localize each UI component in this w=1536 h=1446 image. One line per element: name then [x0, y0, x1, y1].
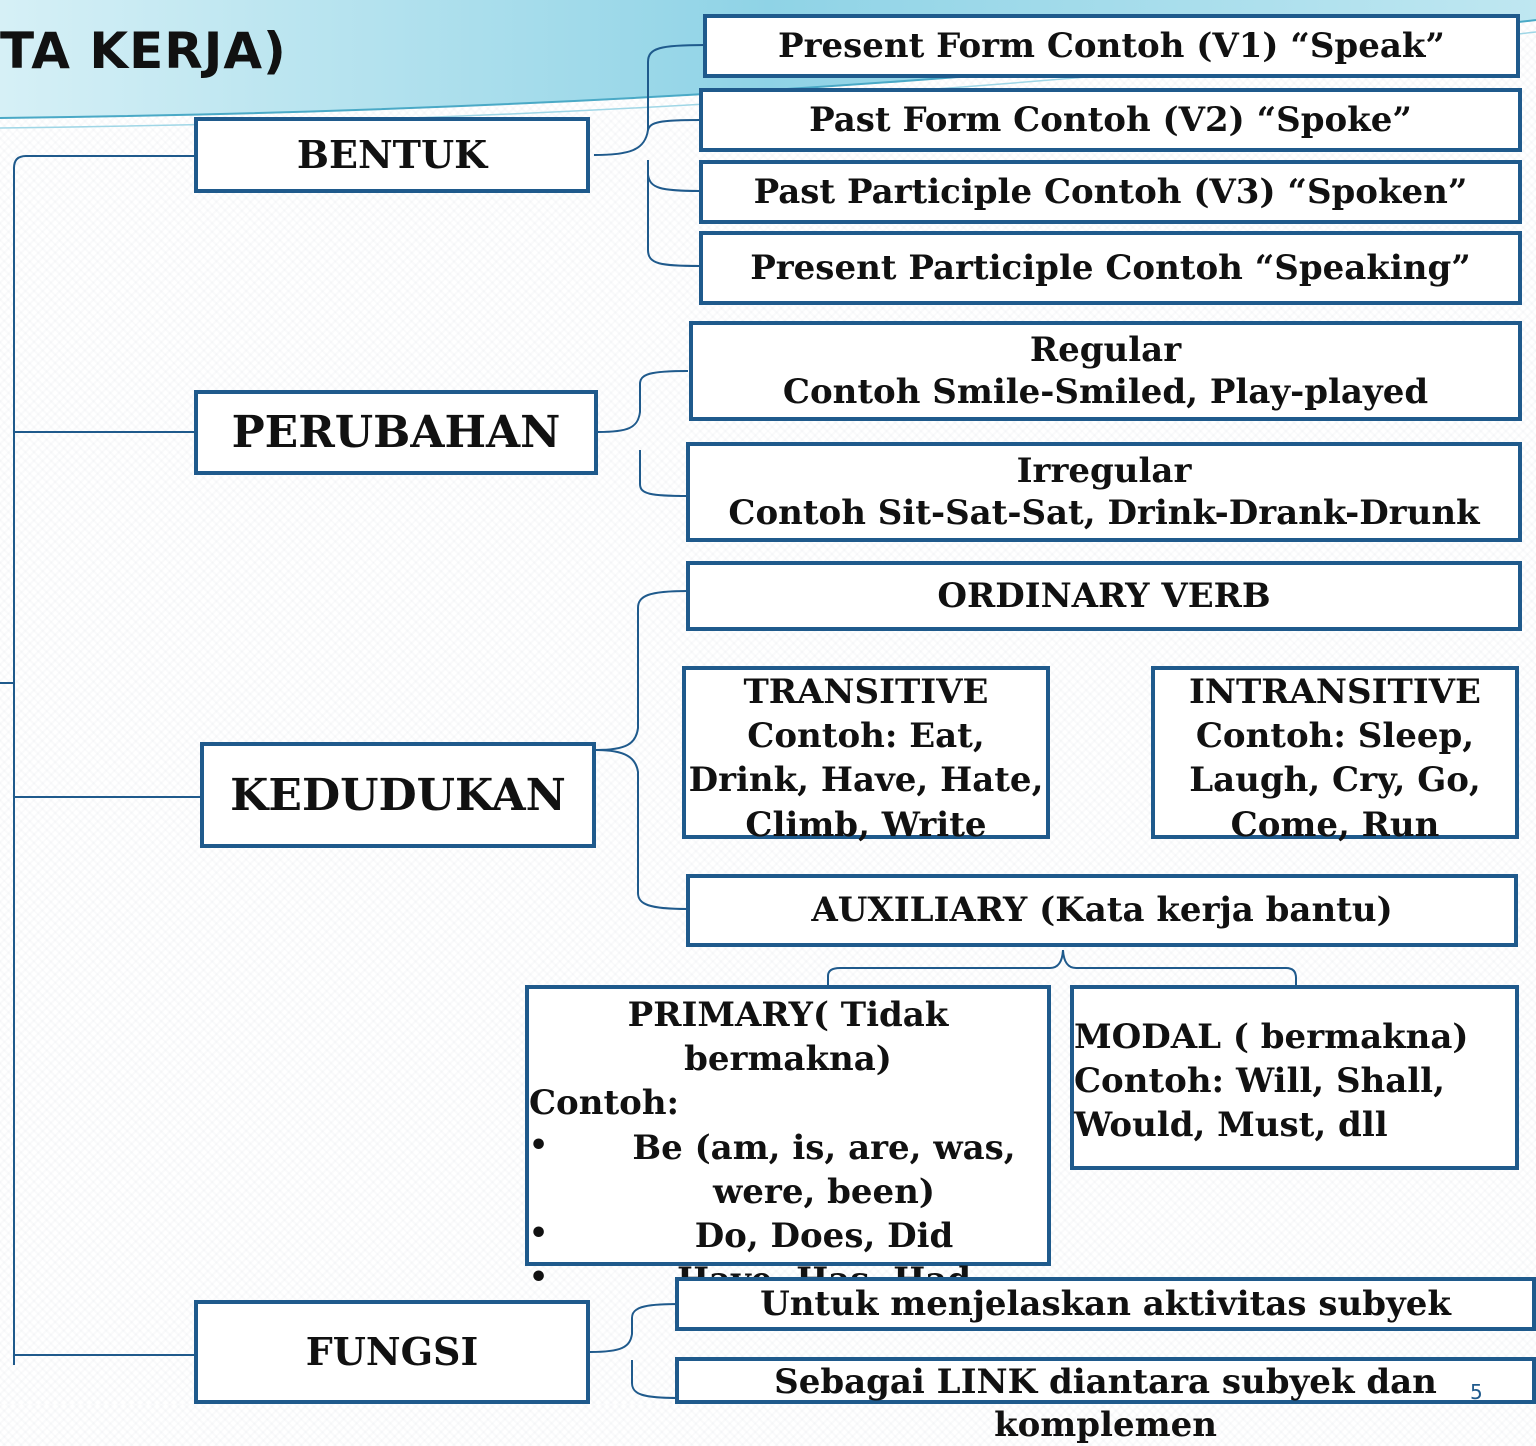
regular-example: Contoh Smile-Smiled, Play-played [782, 372, 1429, 412]
primary-title: PRIMARY( Tidak bermakna) [627, 995, 949, 1080]
perubahan-irregular: Irregular Contoh Sit-Sat-Sat, Drink-Dran… [686, 442, 1522, 542]
node-bentuk-label: BENTUK [296, 132, 488, 178]
intransitive-box: INTRANSITIVE Contoh: Sleep, Laugh, Cry, … [1151, 666, 1519, 845]
fungsi-aktivitas: Untuk menjelaskan aktivitas subyek [675, 1277, 1536, 1331]
fungsi-aktivitas-text: Untuk menjelaskan aktivitas subyek [760, 1283, 1451, 1324]
page-number: 5 [1470, 1380, 1483, 1404]
modal-title: MODAL ( bermakna) [1074, 1017, 1469, 1057]
node-kedudukan-label: KEDUDUKAN [230, 769, 566, 821]
node-perubahan: PERUBAHAN [194, 390, 598, 475]
perubahan-regular: Regular Contoh Smile-Smiled, Play-played [689, 321, 1522, 421]
auxiliary-box: AUXILIARY (Kata kerja bantu) [686, 874, 1518, 947]
node-bentuk: BENTUK [194, 117, 590, 193]
modal-example: Contoh: Will, Shall, Would, Must, dll [1074, 1061, 1445, 1146]
node-perubahan-label: PERUBAHAN [231, 407, 561, 458]
node-fungsi-label: FUNGSI [305, 1329, 479, 1375]
auxiliary-text: AUXILIARY (Kata kerja bantu) [811, 890, 1393, 931]
bentuk-past-form: Past Form Contoh (V2) “Spoke” [699, 88, 1522, 152]
bentuk-present-participle-text: Present Participle Contoh “Speaking” [750, 247, 1471, 288]
transitive-box: TRANSITIVE Contoh: Eat, Drink, Have, Hat… [682, 666, 1050, 845]
primary-box: PRIMARY( Tidak bermakna) Contoh: Be (am,… [525, 985, 1051, 1300]
bentuk-present-participle: Present Participle Contoh “Speaking” [699, 231, 1522, 305]
ordinary-verb: ORDINARY VERB [686, 561, 1522, 631]
primary-item-do: Do, Does, Did [529, 1214, 1047, 1258]
bentuk-present-form: Present Form Contoh (V1) “Speak” [703, 14, 1520, 78]
transitive-title: TRANSITIVE [743, 672, 989, 712]
primary-item-be: Be (am, is, are, was, were, been) [529, 1126, 1047, 1214]
tree-connectors [0, 44, 1297, 1399]
ordinary-verb-text: ORDINARY VERB [937, 575, 1271, 616]
intransitive-example: Contoh: Sleep, Laugh, Cry, Go, Come, Run [1189, 716, 1481, 845]
transitive-example: Contoh: Eat, Drink, Have, Hate, Climb, W… [688, 716, 1044, 845]
bentuk-present-form-text: Present Form Contoh (V1) “Speak” [778, 25, 1445, 66]
intransitive-title: INTRANSITIVE [1189, 672, 1481, 712]
fungsi-link: Sebagai LINK diantara subyek dan komplem… [675, 1357, 1536, 1445]
slide-title: TA KERJA) [0, 22, 287, 80]
node-fungsi: FUNGSI [194, 1300, 590, 1404]
bentuk-past-form-text: Past Form Contoh (V2) “Spoke” [809, 99, 1412, 140]
irregular-title: Irregular [1016, 450, 1192, 491]
primary-label: Contoh: [529, 1083, 680, 1124]
modal-box: MODAL ( bermakna) Contoh: Will, Shall, W… [1070, 985, 1519, 1170]
node-kedudukan: KEDUDUKAN [200, 742, 596, 848]
bentuk-past-participle-text: Past Participle Contoh (V3) “Spoken” [753, 171, 1468, 212]
irregular-example: Contoh Sit-Sat-Sat, Drink-Drank-Drunk [728, 493, 1480, 533]
primary-list: Be (am, is, are, was, were, been) Do, Do… [529, 1126, 1047, 1303]
regular-title: Regular [1029, 329, 1182, 370]
bentuk-past-participle: Past Participle Contoh (V3) “Spoken” [699, 160, 1522, 224]
